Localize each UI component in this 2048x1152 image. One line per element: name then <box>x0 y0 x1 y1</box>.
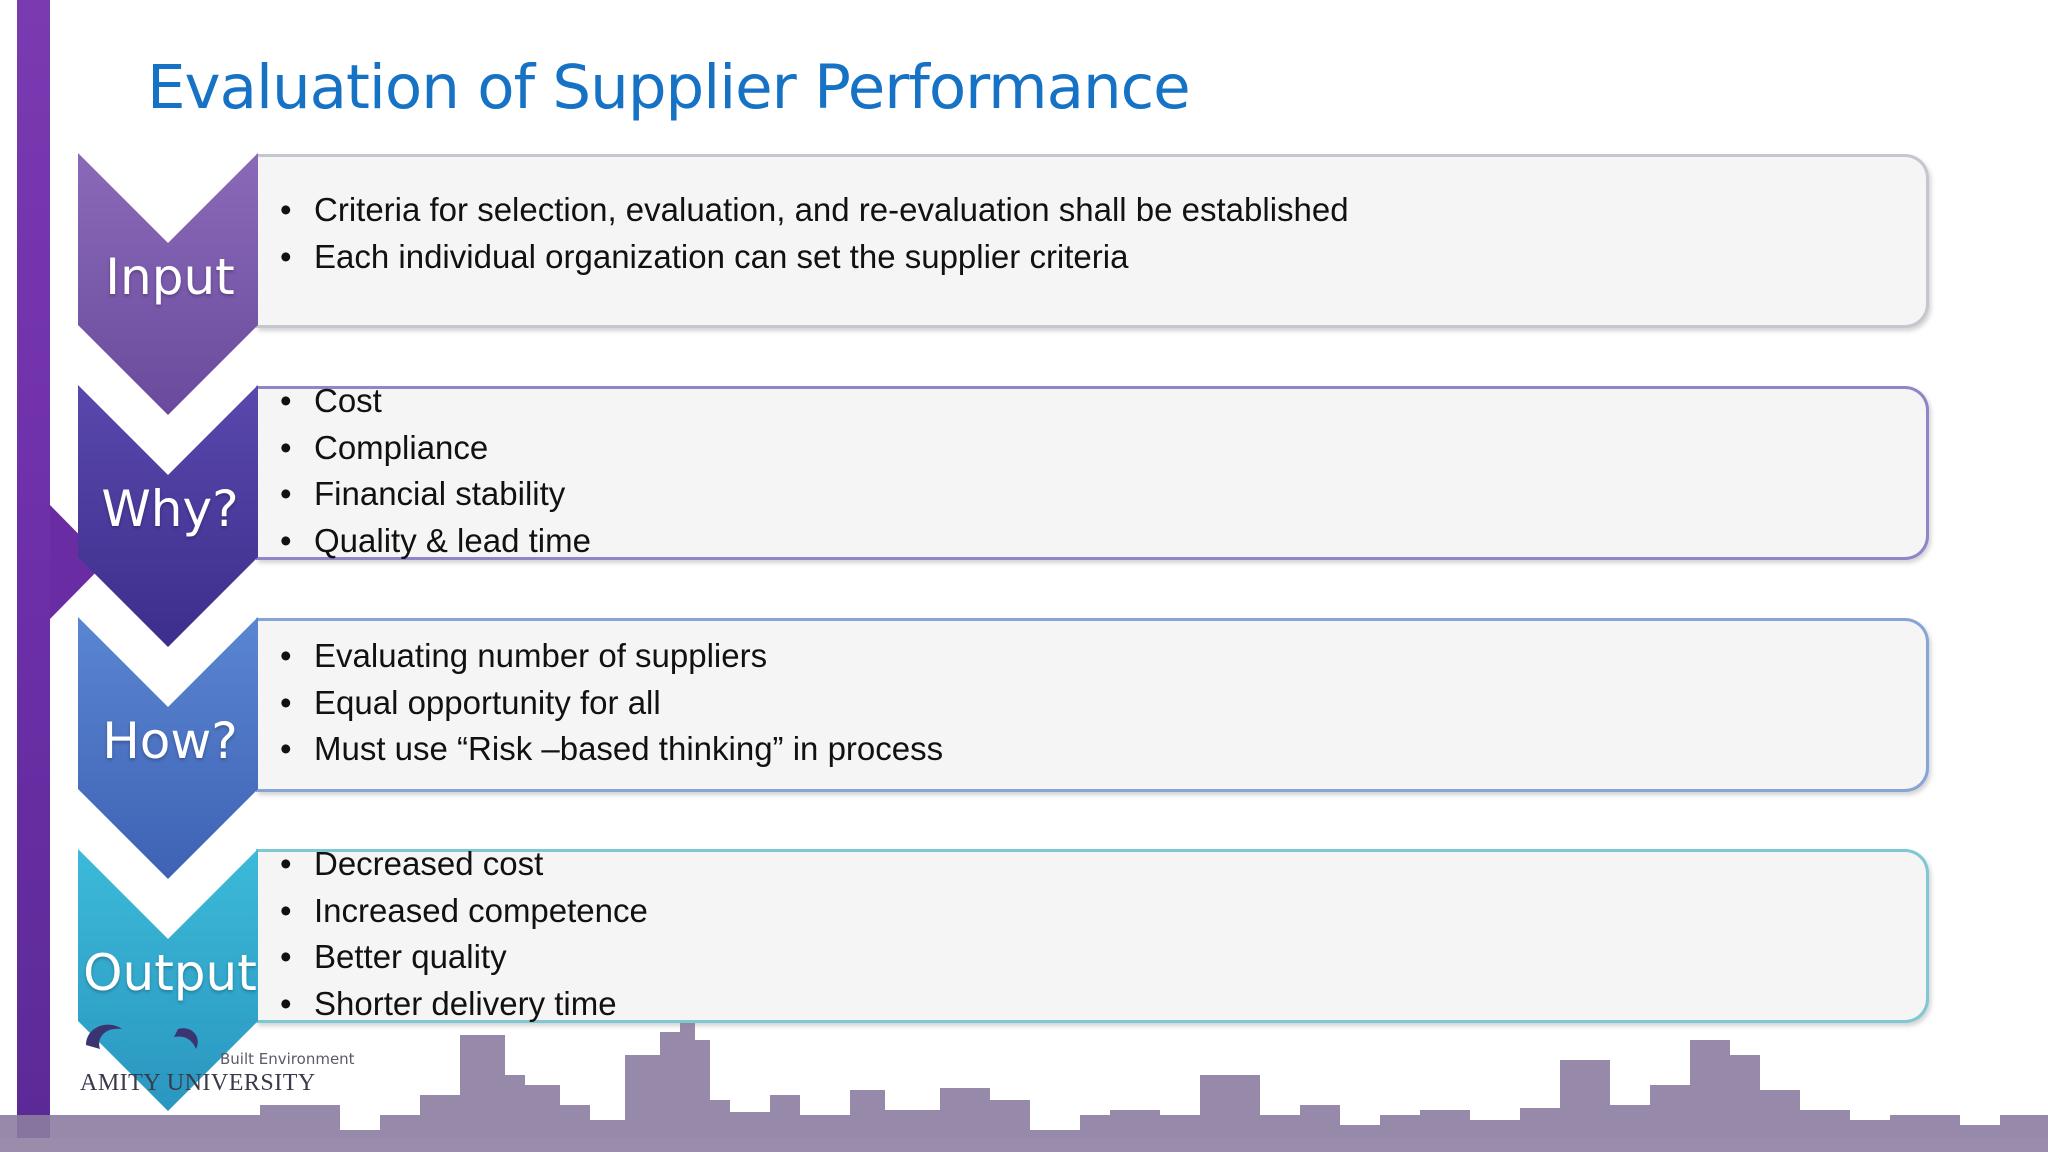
how-bullet: Must use “Risk –based thinking” in proce… <box>280 726 943 773</box>
input-bullet: Criteria for selection, evaluation, and … <box>280 187 1349 234</box>
output-bullet: Increased competence <box>280 888 648 935</box>
university-logo <box>86 1024 198 1049</box>
stage-label-why: Why? <box>101 480 239 538</box>
why-bullet: Financial stability <box>280 471 591 518</box>
stage-label-how: How? <box>102 712 238 770</box>
output-bullet: Decreased cost <box>280 841 648 888</box>
output-content-box: Decreased cost Increased competence Bett… <box>256 841 1929 1027</box>
stage-label-input: Input <box>105 248 235 306</box>
stage-label-output: Output <box>83 944 257 1002</box>
why-bullet: Compliance <box>280 425 591 472</box>
how-bullet: Equal opportunity for all <box>280 680 943 727</box>
how-bullet: Evaluating number of suppliers <box>280 633 943 680</box>
why-bullet: Cost <box>280 378 591 425</box>
how-content-box: Evaluating number of suppliers Equal opp… <box>256 618 1929 792</box>
input-bullet-list: Criteria for selection, evaluation, and … <box>280 187 1349 280</box>
logo-name: AMITY UNIVERSITY <box>80 1070 316 1096</box>
output-bullet-list: Decreased cost Increased competence Bett… <box>280 841 648 1027</box>
output-bullet: Shorter delivery time <box>280 981 648 1028</box>
output-bullet: Better quality <box>280 934 648 981</box>
input-content-box: Criteria for selection, evaluation, and … <box>256 154 1929 328</box>
how-bullet-list: Evaluating number of suppliers Equal opp… <box>280 633 943 773</box>
left-accent-bar <box>17 0 50 1152</box>
why-content-box: Cost Compliance Financial stability Qual… <box>256 378 1929 564</box>
why-bullet-list: Cost Compliance Financial stability Qual… <box>280 378 591 564</box>
city-skyline-image <box>0 1023 2048 1152</box>
logo-subtitle: Built Environment <box>220 1050 355 1068</box>
slide-title: Evaluation of Supplier Performance <box>147 52 1191 123</box>
input-bullet: Each individual organization can set the… <box>280 234 1349 281</box>
why-bullet: Quality & lead time <box>280 518 591 565</box>
